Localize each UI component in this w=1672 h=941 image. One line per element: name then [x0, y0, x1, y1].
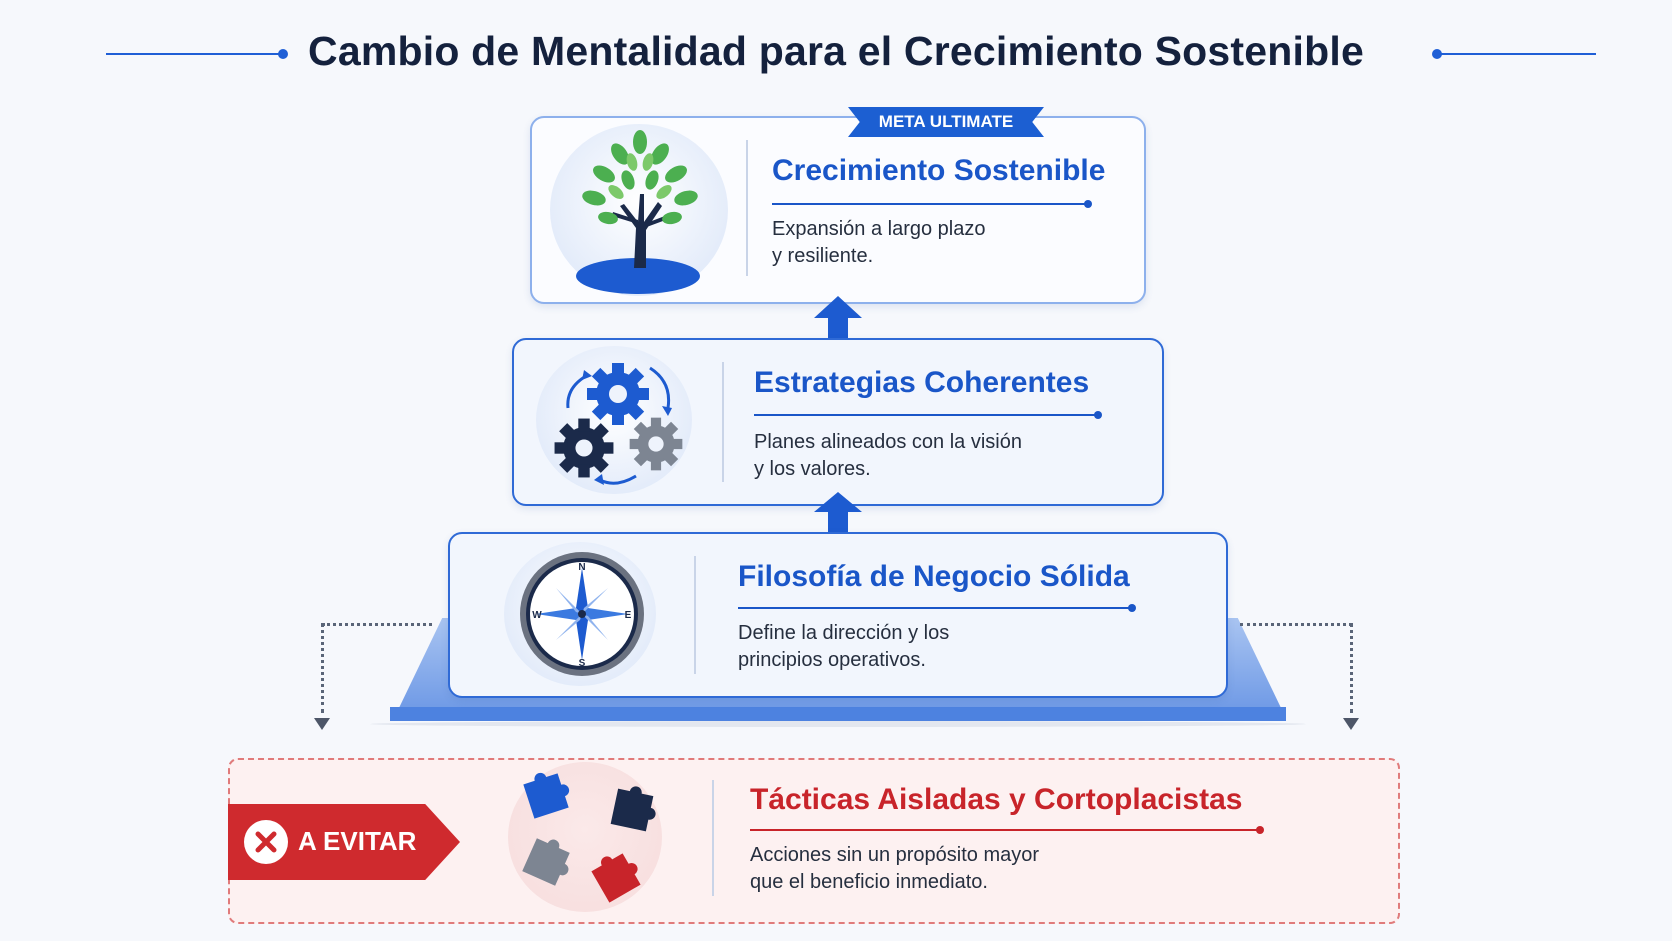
meta-badge: META ULTIMATE [848, 107, 1044, 137]
close-icon [244, 820, 288, 864]
card3-description: Define la dirección y los principios ope… [738, 622, 950, 671]
compass-n-label: N [578, 562, 585, 573]
platform-base [390, 707, 1286, 721]
compass-icon: N S W E [520, 552, 644, 676]
card1-underline [772, 200, 1092, 208]
puzzle-pieces-icon [522, 772, 656, 903]
card2-description: Planes alineados con la visión y los val… [754, 431, 1022, 480]
card3-underline [738, 604, 1136, 612]
connector-left-horizontal [322, 623, 432, 626]
card2-title: Estrategias Coherentes [754, 366, 1090, 399]
avoid-description: Acciones sin un propósito mayor que el b… [750, 844, 1040, 893]
connector-left-vertical [321, 623, 324, 713]
card2-divider [722, 362, 724, 482]
card3-divider [694, 556, 696, 674]
card3-title: Filosofía de Negocio Sólida [738, 560, 1130, 593]
arrow-up-icon [814, 492, 862, 534]
platform-shadow [370, 721, 1306, 727]
tree-icon [576, 130, 700, 294]
card2-underline [754, 411, 1102, 419]
arrow-down-icon [314, 718, 330, 730]
avoid-divider [712, 780, 714, 896]
arrow-up-icon [814, 296, 862, 340]
avoid-underline [750, 826, 1264, 834]
card1-description: Expansión a largo plazo y resiliente. [772, 218, 986, 267]
avoid-title: Tácticas Aisladas y Cortoplacistas [750, 783, 1243, 816]
card1-title: Crecimiento Sostenible [772, 154, 1106, 187]
title-right-dot [1432, 49, 1442, 59]
title-left-line [106, 53, 282, 55]
title-left-dot [278, 49, 288, 59]
connector-right-vertical [1350, 623, 1353, 713]
card1-divider [746, 140, 748, 276]
connector-right-horizontal [1240, 623, 1352, 626]
gears-icon [554, 363, 683, 485]
compass-w-label: W [532, 610, 542, 621]
compass-s-label: S [579, 658, 586, 669]
title-right-line [1440, 53, 1596, 55]
arrow-down-icon [1343, 718, 1359, 730]
page-title: Cambio de Mentalidad para el Crecimiento… [308, 28, 1364, 74]
compass-e-label: E [625, 610, 632, 621]
avoid-label: A EVITAR [298, 826, 417, 856]
